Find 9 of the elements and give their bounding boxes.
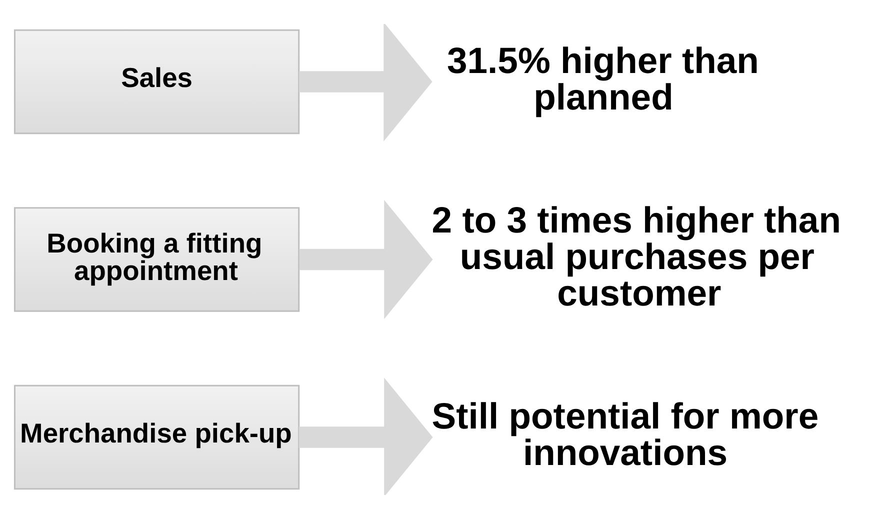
arrow [299,24,432,142]
node-box: Merchandise pick-up [14,384,300,490]
arrow [298,378,433,495]
node-text: 31.5% higher than planned [446,40,759,118]
node-text: 2 to 3 times higher than usual purchases per customer [432,199,841,314]
node-text: Still potential for more innovations [432,395,819,473]
node-box: Sales [14,29,300,134]
arrow [299,200,433,320]
node-box: Booking a fitting appointment [14,207,300,312]
